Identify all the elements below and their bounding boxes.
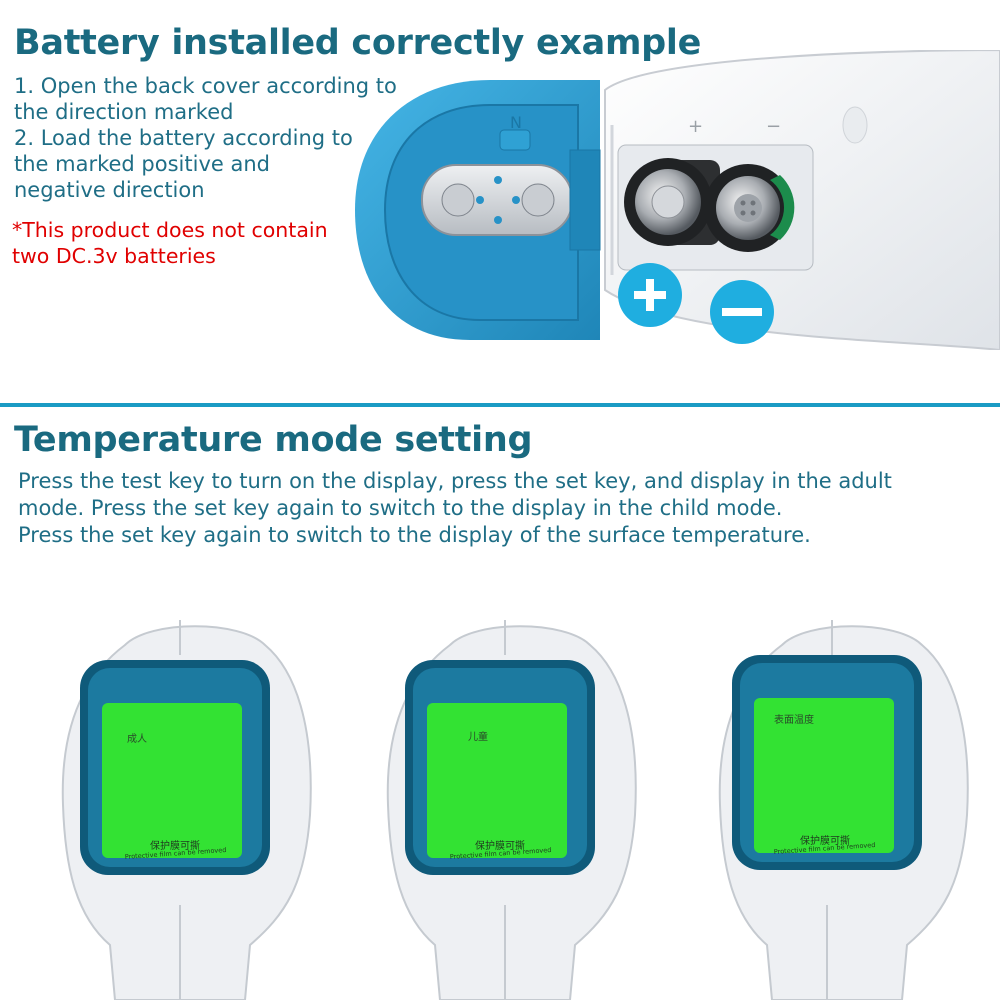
section-divider [0, 403, 1000, 407]
notice-line: *This product does not contain [12, 218, 328, 242]
cover-marking: N [510, 113, 522, 132]
lcd-screen [102, 703, 242, 858]
plus-circle-icon [618, 263, 682, 327]
mode-instruction-line: Press the set key again to switch to the… [18, 523, 811, 547]
compartment-minus-mark: − [766, 116, 781, 137]
battery-compartment [617, 144, 814, 271]
battery-section-title: Battery installed correctly example [14, 23, 702, 63]
film-label: 保护膜可撕 [475, 839, 525, 852]
battery-back-cover: N [355, 80, 601, 340]
lcd-mode-label: 表面温度 [774, 713, 814, 726]
mode-instruction-line: mode. Press the set key again to switch … [18, 496, 783, 520]
minus-circle-icon [710, 280, 774, 344]
lcd-mode-label: 成人 [127, 733, 147, 745]
instruction-line: the marked positive and [14, 152, 270, 176]
mode-section-title: Temperature mode setting [14, 420, 533, 460]
instruction-line: 1. Open the back cover according to [14, 74, 397, 98]
thermometer-adult-mode: 成人 保护膜可撕 Protective film can be removed [61, 620, 312, 1000]
mode-instructions: Press the test key to turn on the displa… [18, 468, 988, 549]
notice-line: two DC.3v batteries [12, 244, 216, 268]
instruction-line: negative direction [14, 178, 205, 202]
battery-instructions: 1. Open the back cover according to the … [14, 73, 414, 203]
film-label: 保护膜可撕 [800, 834, 850, 847]
battery-compartment-illustration: + − N [355, 50, 1000, 350]
battery-notice: *This product does not contain two DC.3v… [12, 217, 357, 269]
instruction-line: 2. Load the battery according to [14, 126, 353, 150]
film-label: 保护膜可撕 [150, 839, 200, 852]
instruction-line: the direction marked [14, 100, 234, 124]
thermometer-child-mode: 儿童 保护膜可撕 Protective film can be removed [386, 620, 637, 1000]
compartment-plus-mark: + [688, 116, 703, 137]
lcd-screen [427, 703, 567, 858]
lcd-mode-label: 儿童 [468, 730, 488, 743]
thermometer-surface-mode: 表面温度 保护膜可撕 Protective film can be remove… [718, 620, 969, 1000]
lcd-screen [754, 698, 894, 853]
mode-instruction-line: Press the test key to turn on the displa… [18, 469, 892, 493]
